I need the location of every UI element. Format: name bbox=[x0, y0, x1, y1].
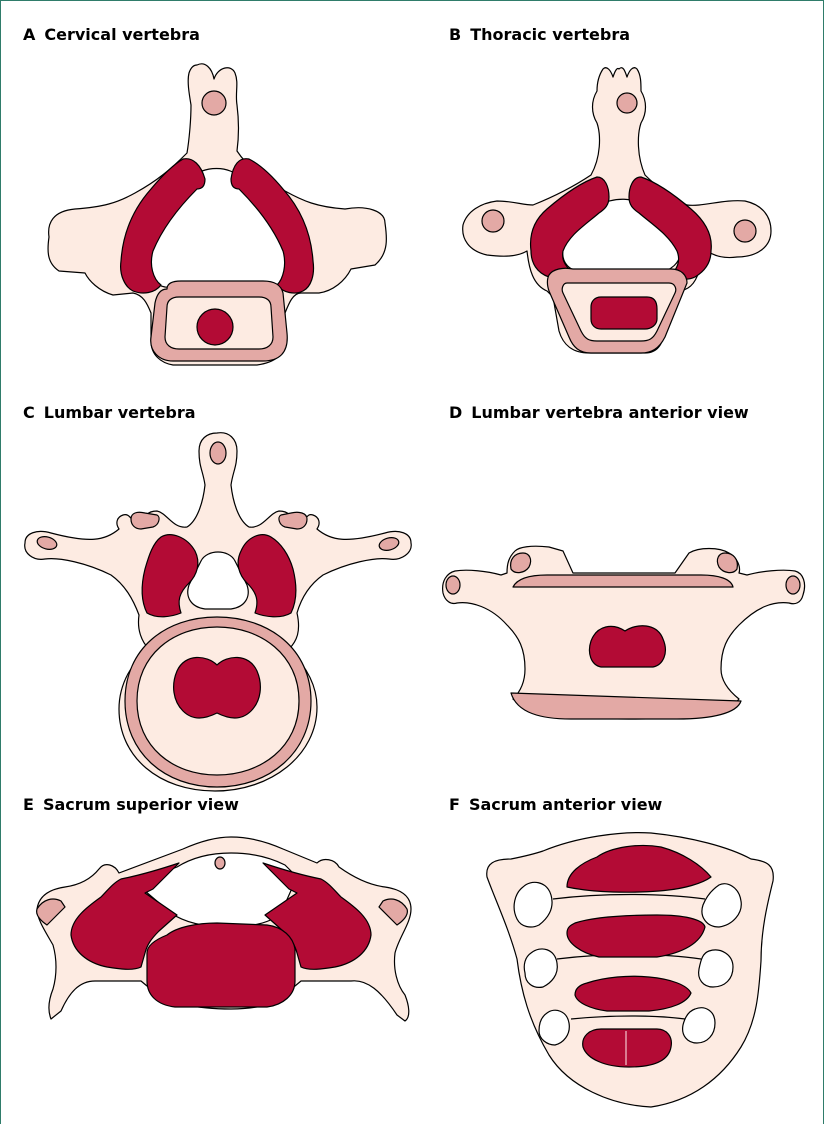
sacrum-anterior bbox=[487, 833, 774, 1107]
lumbar-anterior-body-marker bbox=[589, 626, 665, 667]
lumbar-body-marker bbox=[174, 657, 261, 718]
cervical-spinous-tip bbox=[202, 91, 226, 115]
cervical-body-marker bbox=[197, 309, 233, 345]
thoracic-right-costal-facet bbox=[734, 220, 756, 242]
thoracic-vertebra bbox=[463, 68, 771, 353]
lumbar-anterior-top-endplate bbox=[513, 575, 733, 587]
lumbar-left-facet bbox=[131, 512, 159, 529]
cervical-vertebra bbox=[48, 64, 386, 365]
thoracic-left-costal-facet bbox=[482, 210, 504, 232]
sacrum-anterior-segment-3 bbox=[575, 976, 691, 1011]
sacrum-superior-spinous-tubercle bbox=[215, 857, 225, 869]
sacrum-superior-body bbox=[147, 923, 295, 1007]
lumbar-anterior-vertebra bbox=[443, 546, 805, 719]
thoracic-spinous-tip bbox=[617, 93, 637, 113]
lumbar-spinous-tip bbox=[210, 442, 226, 464]
sacrum-superior bbox=[37, 837, 411, 1021]
sacrum-anterior-foramen-r2 bbox=[699, 950, 733, 987]
lumbar-vertebra bbox=[25, 433, 411, 791]
lumbar-anterior-right-transverse-tip bbox=[786, 576, 800, 594]
lumbar-right-facet bbox=[279, 512, 307, 529]
sacrum-anterior-foramen-l3 bbox=[539, 1010, 569, 1045]
thoracic-body-marker bbox=[591, 297, 657, 329]
lumbar-anterior-left-transverse-tip bbox=[446, 576, 460, 594]
